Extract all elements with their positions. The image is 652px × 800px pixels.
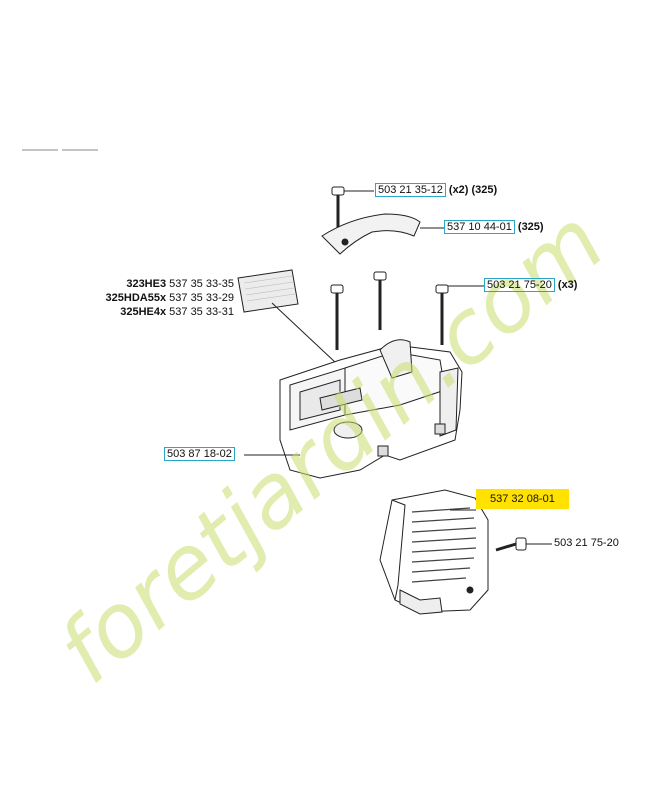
variant-model: 323HE3 [126,278,167,290]
part-note-bracket: (325) [517,221,544,233]
screw-icon [435,284,449,345]
label-cover: 503 87 18-02 [164,447,235,461]
decal-variant-row: 323HE3 537 35 33-35 [126,278,234,291]
label-air-guide: 537 32 08-01 [476,489,569,509]
label-bracket: 537 10 44-01 (325) [444,220,544,234]
decal-variant-row: 325HE4x 537 35 33-31 [120,306,234,319]
variant-model: 325HDA55x [105,292,167,304]
part-number-screw-top: 503 21 35-12 [375,183,446,197]
label-screw-guide: 503 21 75-20 [554,537,619,550]
part-number-screw-x3: 503 21 75-20 [484,278,555,292]
variant-number: 537 35 33-31 [169,306,234,318]
leader-lines [244,190,552,545]
decal-variant-row: 325HDA55x 537 35 33-29 [106,292,234,305]
screw-icon [495,537,527,552]
part-number-screw-guide: 503 21 75-20 [554,537,619,549]
screw-icon [373,271,387,330]
air-guide-part [379,489,489,615]
part-number-bracket: 537 10 44-01 [444,220,515,234]
screw-icon [330,284,344,350]
variant-model: 325HE4x [120,306,167,318]
decal-part [237,269,299,313]
variant-number: 537 35 33-29 [169,292,234,304]
variant-number: 537 35 33-35 [169,278,234,290]
part-note-screw-x3: (x3) [557,279,578,291]
part-note-screw-top: (x2) (325) [448,184,498,196]
cover-part [279,339,463,479]
part-number-air-guide: 537 32 08-01 [476,489,569,509]
label-screw-x3: 503 21 75-20 (x3) [484,278,578,292]
part-number-cover: 503 87 18-02 [164,447,235,461]
label-screw-top: 503 21 35-12 (x2) (325) [375,183,498,197]
